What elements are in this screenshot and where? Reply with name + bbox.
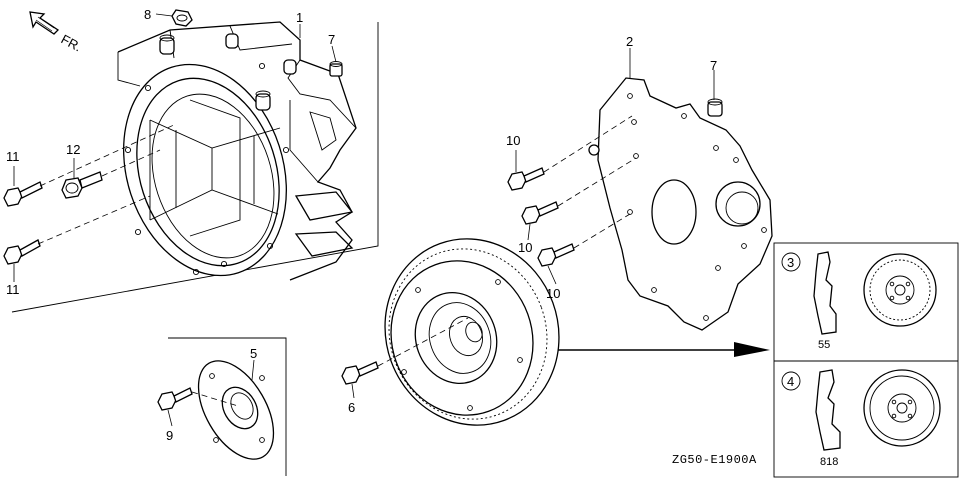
callout-11-upper: 11 [6,149,20,164]
callout-10-upper: 10 [506,133,520,148]
callout-2: 2 [626,34,633,49]
callout-8: 8 [144,7,151,22]
callout-12: 12 [66,142,80,157]
hub-panel-border [168,337,287,476]
callout-11-lower: 11 [6,282,20,297]
assembly-lines [37,115,637,407]
bolt-10-upper [507,167,545,191]
dowel-pin-right [707,98,723,117]
variant-3-profile [813,251,837,335]
variant-4-badge: 4 [781,371,801,391]
callout-7-right: 7 [710,58,717,73]
hub-plate [197,360,275,460]
leader-lines [13,13,715,427]
front-label: FR. [59,31,85,54]
variant-4-profile [815,369,841,451]
callout-9: 9 [166,428,173,443]
housing-panel-border [11,22,379,313]
variant-3-badge: 3 [781,252,801,272]
bolt-12 [61,171,103,199]
flywheel-housing [117,21,357,281]
bolt-10-lower [537,243,575,267]
variant-3-tag: 55 [818,339,830,351]
callout-6: 6 [348,400,355,415]
flywheel [384,238,560,426]
bolt-6 [341,361,379,385]
callout-10-middle: 10 [518,240,532,255]
callout-10-lower: 10 [546,286,560,301]
cap-nut [171,9,193,27]
variant-3-flywheel [863,253,937,327]
callout-7-left: 7 [328,32,335,47]
dowel-pin-left [329,61,343,77]
front-arrow-icon [29,11,60,35]
variant-panel [773,242,959,478]
callout-5: 5 [250,346,257,361]
bolt-11-upper [3,181,43,207]
diagram-code: ZG50-E1900A [672,453,757,467]
callout-1: 1 [296,10,303,25]
variant-4-flywheel [863,369,941,447]
variant-4-number: 4 [787,374,794,389]
bolt-9 [157,387,193,411]
mounting-plate [588,77,773,331]
reference-arrow [558,342,770,357]
bolt-11-lower [3,239,41,265]
variant-4-tag: 818 [820,456,838,468]
bolt-10-middle [521,201,559,225]
variant-3-number: 3 [787,255,794,270]
